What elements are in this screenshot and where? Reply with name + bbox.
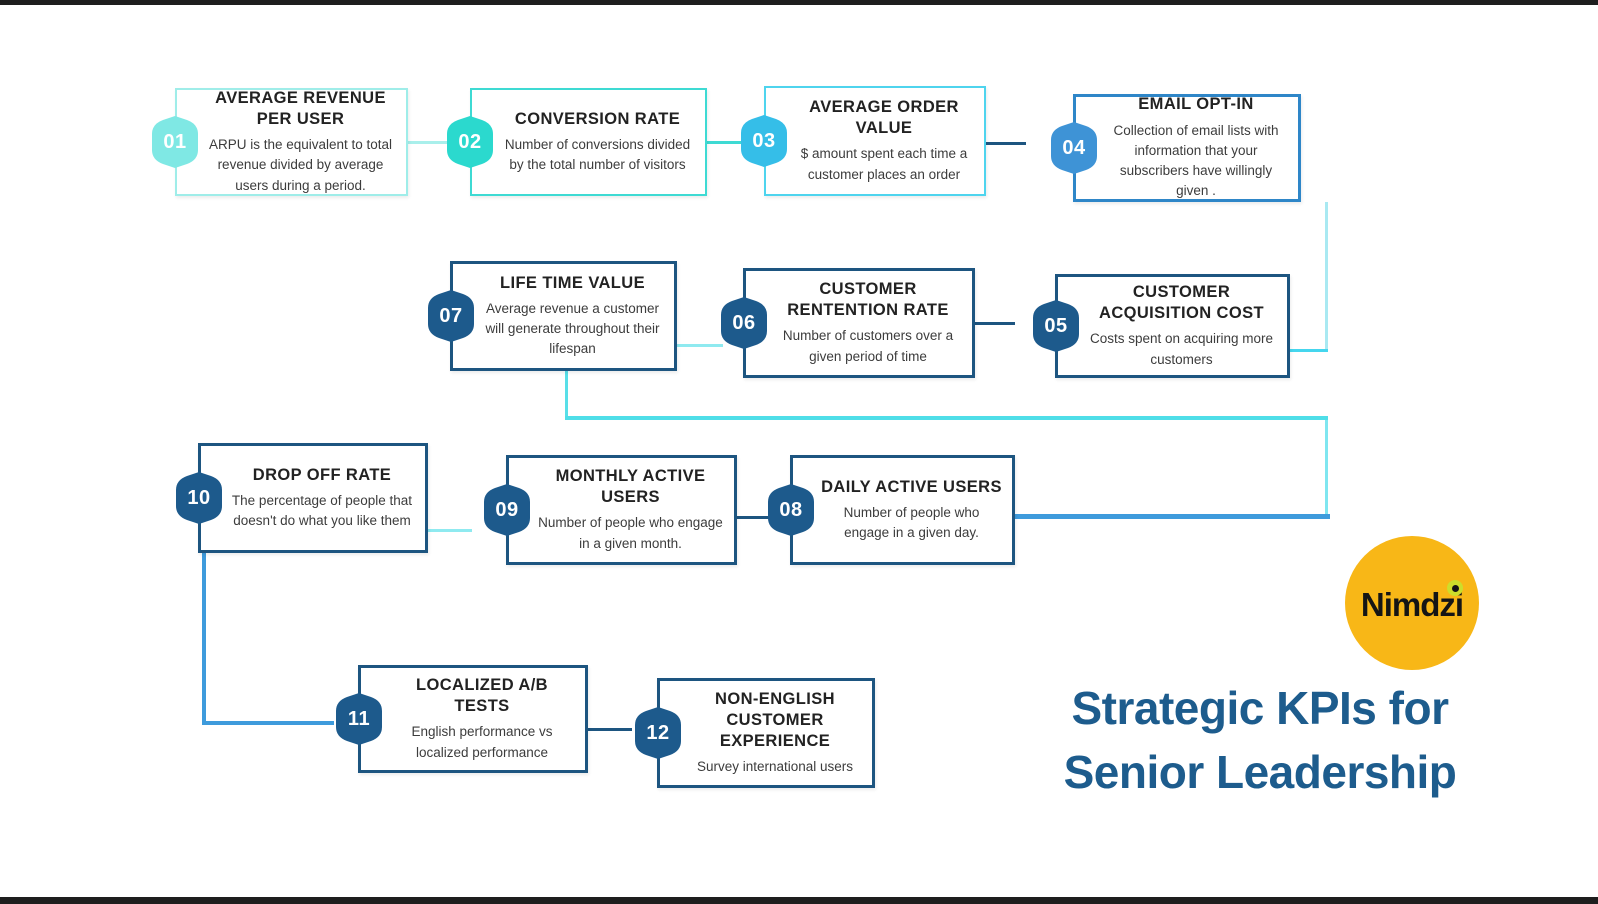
connector-03-04 <box>986 142 1026 145</box>
kpi-badge-02: 02 <box>445 115 495 169</box>
kpi-description: Collection of email lists with informati… <box>1113 122 1279 199</box>
kpi-number: 01 <box>163 130 187 153</box>
connector-right-down <box>1325 420 1328 516</box>
kpi-title: LOCALIZED A/B TESTS <box>416 676 548 716</box>
kpi-box-04: 04 EMAIL OPT-IN Collection of email list… <box>1051 94 1301 202</box>
connector-to-08 <box>1008 514 1330 519</box>
kpi-title: LIFE TIME VALUE <box>499 273 646 292</box>
badge-hexagon-icon <box>152 116 198 168</box>
kpi-number: 08 <box>779 498 803 521</box>
kpi-description: Number of people who engage in a given m… <box>538 515 723 551</box>
kpi-number: 09 <box>495 498 519 521</box>
kpi-badge-01: 01 <box>150 115 200 169</box>
kpi-box-01: 01 AVERAGE REVENUE PER USER ARPU is the … <box>152 88 408 196</box>
nimdzi-logo-text: Nimdzi <box>1360 586 1464 623</box>
kpi-badge-06: 06 <box>719 296 769 350</box>
badge-hexagon-icon <box>484 484 530 536</box>
page-title-line1: Strategic KPIs for <box>1071 682 1450 734</box>
badge-hexagon-icon <box>1033 300 1079 352</box>
kpi-description: English performance vs localized perform… <box>411 724 553 760</box>
nimdzi-logo-dot-icon <box>1447 580 1463 596</box>
kpi-title: MONTHLY ACTIVE USERS <box>555 467 706 507</box>
connector-10-09 <box>428 529 472 532</box>
nimdzi-logo: Nimdzi <box>1345 536 1479 670</box>
kpi-badge-12: 12 <box>633 706 683 760</box>
connector-04-down <box>1325 202 1328 352</box>
kpi-title: CONVERSION RATE <box>514 109 681 128</box>
kpi-title: AVERAGE ORDER VALUE <box>809 98 959 138</box>
bottom-border-bar <box>0 897 1598 904</box>
kpi-description: Number of people who engage in a given d… <box>843 504 980 541</box>
kpi-number: 10 <box>187 486 211 509</box>
connector-09-08 <box>737 516 769 519</box>
kpi-title: DROP OFF RATE <box>252 465 392 484</box>
top-border-bar <box>0 0 1598 5</box>
kpi-number: 05 <box>1044 314 1068 337</box>
badge-hexagon-icon <box>336 693 382 745</box>
kpi-title: CUSTOMER RENTENTION RATE <box>787 280 949 320</box>
badge-hexagon-icon <box>741 115 787 167</box>
kpi-number: 12 <box>646 721 670 744</box>
kpi-box-09: 09 MONTHLY ACTIVE USERS Number of people… <box>484 455 737 565</box>
kpi-box-08: 08 DAILY ACTIVE USERS Number of people w… <box>768 455 1015 565</box>
badge-hexagon-icon <box>447 116 493 168</box>
connector-10-down <box>202 553 206 725</box>
connector-02-03 <box>707 141 747 144</box>
badge-hexagon-icon <box>176 472 222 524</box>
kpi-title: DAILY ACTIVE USERS <box>821 477 1002 496</box>
connector-06-07 <box>677 344 723 347</box>
kpi-box-05: 05 CUSTOMER ACQUISITION COST Costs spent… <box>1033 274 1290 378</box>
kpi-badge-04: 04 <box>1049 121 1099 175</box>
kpi-title: EMAIL OPT-IN <box>1138 95 1254 114</box>
badge-hexagon-icon <box>635 707 681 759</box>
kpi-description: Number of customers over a given period … <box>782 328 954 364</box>
kpi-box-07: 07 LIFE TIME VALUE Average revenue a cus… <box>428 261 677 371</box>
kpi-number: 07 <box>439 304 463 327</box>
kpi-number: 03 <box>752 129 776 152</box>
connector-04-05 <box>1290 349 1328 352</box>
kpi-number: 06 <box>732 311 756 334</box>
kpi-box-03: 03 AVERAGE ORDER VALUE $ amount spent ea… <box>741 86 986 196</box>
connector-row2-row3 <box>565 416 1328 420</box>
page-title: Strategic KPIs for Senior Leadership <box>1030 676 1490 804</box>
badge-hexagon-icon <box>721 297 767 349</box>
kpi-badge-09: 09 <box>482 483 532 537</box>
connector-05-06 <box>975 322 1015 325</box>
connector-07-down <box>565 371 568 418</box>
badge-hexagon-icon <box>768 484 814 536</box>
kpi-box-10: 10 DROP OFF RATE The percentage of peopl… <box>176 443 428 553</box>
kpi-title: NON-ENGLISH CUSTOMER EXPERIENCE <box>715 689 835 750</box>
kpi-description: Costs spent on acquiring more customers <box>1089 331 1274 367</box>
kpi-badge-03: 03 <box>739 114 789 168</box>
kpi-number: 02 <box>458 130 482 153</box>
kpi-box-12: 12 NON-ENGLISH CUSTOMER EXPERIENCE Surve… <box>635 678 875 788</box>
kpi-title: AVERAGE REVENUE PER USER <box>215 89 386 129</box>
connector-01-02 <box>408 141 450 144</box>
kpi-badge-10: 10 <box>174 471 224 525</box>
kpi-box-06: 06 CUSTOMER RENTENTION RATE Number of cu… <box>721 268 975 378</box>
kpi-badge-07: 07 <box>426 289 476 343</box>
kpi-description: Number of conversions divided by the tot… <box>504 136 691 173</box>
kpi-badge-11: 11 <box>334 692 384 746</box>
kpi-number: 11 <box>347 707 371 730</box>
kpi-badge-05: 05 <box>1031 299 1081 353</box>
kpi-description: Survey international users <box>696 759 854 775</box>
kpi-description: The percentage of people that doesn't do… <box>231 492 413 529</box>
kpi-box-11: 11 LOCALIZED A/B TESTS English performan… <box>336 665 588 773</box>
page-title-line2: Senior Leadership <box>1063 746 1457 798</box>
badge-hexagon-icon <box>428 290 474 342</box>
kpi-box-02: 02 CONVERSION RATE Number of conversions… <box>447 88 707 196</box>
kpi-badge-08: 08 <box>766 483 816 537</box>
kpi-description: ARPU is the equivalent to total revenue … <box>208 137 393 193</box>
kpi-number: 04 <box>1062 136 1086 159</box>
badge-hexagon-icon <box>1051 122 1097 174</box>
kpi-description: Average revenue a customer will generate… <box>485 300 660 357</box>
kpi-title: CUSTOMER ACQUISITION COST <box>1099 283 1264 323</box>
kpi-description: $ amount spent each time a customer plac… <box>800 146 968 182</box>
connector-11-12 <box>588 728 632 731</box>
connector-10-11 <box>202 721 334 725</box>
